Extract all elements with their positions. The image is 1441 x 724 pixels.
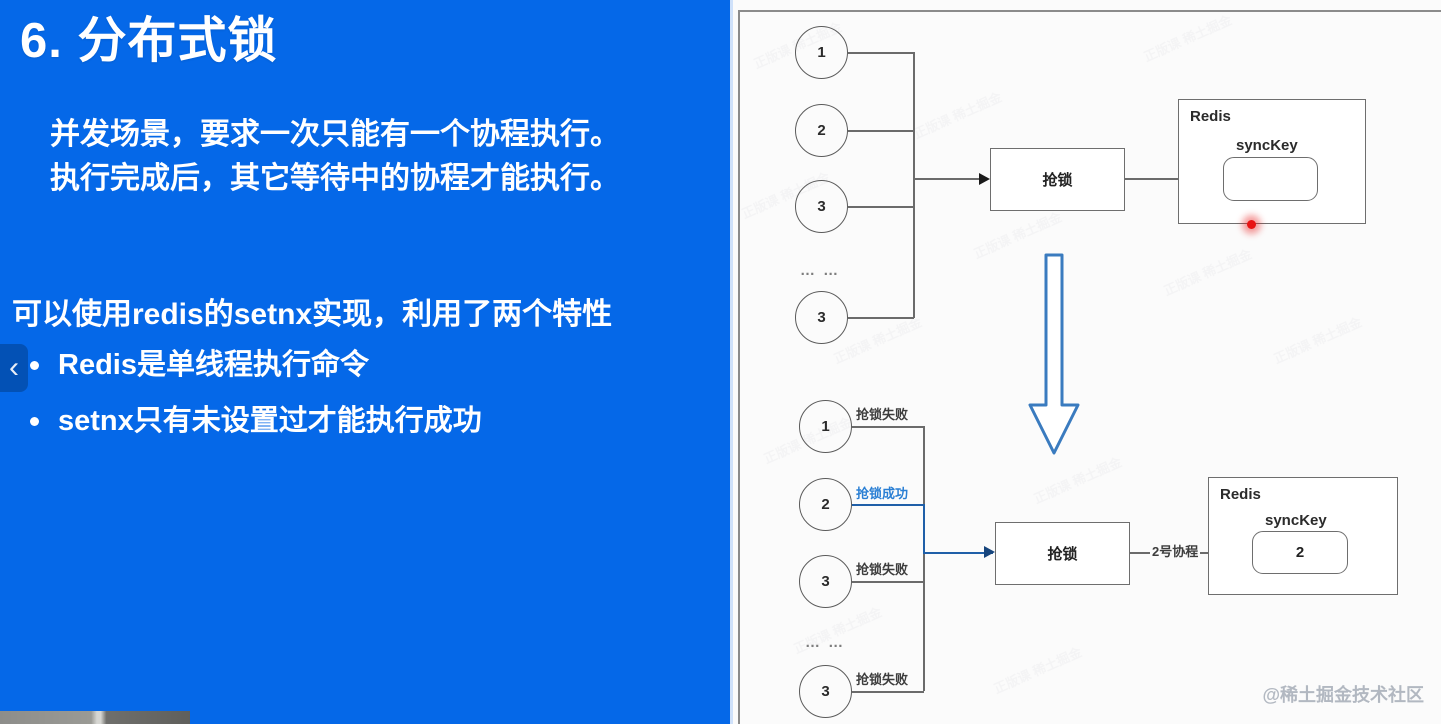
connector-bottom-1 — [852, 426, 924, 428]
slide-lead-line-2: 执行完成后，其它等待中的协程才能执行。 — [50, 162, 620, 196]
pane-left-edge-accent — [730, 0, 733, 724]
edge-label-bottom-2: 抢锁成功 — [856, 486, 909, 501]
slide-text-pane: 6. 分布式锁 并发场景，要求一次只能有一个协程执行。 执行完成后，其它等待中的… — [0, 14, 712, 724]
arrow-head-bottom-to-box — [984, 546, 995, 558]
coroutine-node-bottom-1: 1 — [799, 400, 852, 453]
pane-top-border — [738, 10, 1441, 12]
action-box-bottom: 抢锁 — [995, 522, 1130, 585]
coroutine-node-top-1: 1 — [795, 26, 848, 79]
connector-bottom-3 — [852, 581, 924, 583]
connector-top-2 — [848, 130, 914, 132]
coroutine-node-bottom-2: 2 — [799, 478, 852, 531]
brand-watermark: @稀土掘金技术社区 — [1262, 685, 1424, 705]
connector-bottom-bus-lower — [923, 552, 925, 691]
watermark-text: 正版课 稀土掘金 — [1161, 246, 1254, 299]
ellipsis-top: … … — [800, 262, 841, 279]
coroutine-node-bottom-4: 3 — [799, 665, 852, 718]
connector-bottom-to-box — [923, 552, 993, 554]
slide-subheading: 可以使用redis的setnx实现，利用了两个特性 — [12, 298, 613, 331]
page-title: 6. 分布式锁 — [20, 14, 278, 68]
ellipsis-bottom: … … — [805, 634, 846, 651]
connector-bottom-4 — [852, 691, 924, 693]
connector-bottom-bus-upper — [923, 426, 925, 504]
connector-top-to-box — [913, 178, 988, 180]
connector-bottom-bus-accent — [923, 504, 925, 552]
edge-label-bottom-1: 抢锁失败 — [856, 407, 909, 422]
laser-pointer-dot — [1247, 220, 1256, 229]
redis-title-bottom: Redis — [1220, 486, 1261, 503]
synckey-slot-bottom: 2 — [1252, 531, 1348, 574]
coroutine-node-top-4: 3 — [795, 291, 848, 344]
edge-label-result: 2号协程 — [1150, 541, 1201, 560]
video-progress-bar[interactable] — [0, 711, 190, 724]
edge-label-bottom-3: 抢锁失败 — [856, 562, 909, 577]
connector-bottom-2 — [852, 504, 924, 506]
list-item: Redis是单线程执行命令 — [12, 345, 712, 401]
flow-down-arrow-icon — [1028, 253, 1080, 455]
synckey-label-bottom: syncKey — [1265, 512, 1327, 529]
coroutine-node-top-3: 3 — [795, 180, 848, 233]
action-box-top: 抢锁 — [990, 148, 1125, 211]
watermark-text: 正版课 稀土掘金 — [911, 89, 1004, 142]
watermark-text: 正版课 稀土掘金 — [1271, 314, 1364, 367]
connector-top-1 — [848, 52, 914, 54]
watermark-text: 正版课 稀土掘金 — [1031, 454, 1124, 507]
connector-top-bus — [913, 52, 915, 318]
slide-lead-line-1: 并发场景，要求一次只能有一个协程执行。 — [50, 118, 620, 151]
synckey-label-top: syncKey — [1236, 137, 1298, 154]
watermark-text: 正版课 稀土掘金 — [991, 644, 1084, 697]
connector-top-3 — [848, 206, 914, 208]
connector-top-box-to-redis — [1125, 178, 1200, 180]
chevron-left-icon: ‹ — [9, 351, 19, 384]
previous-slide-button[interactable]: ‹ — [0, 344, 28, 392]
watermark-text: 正版课 稀土掘金 — [1141, 12, 1234, 65]
pane-left-border — [738, 10, 740, 724]
slide-bullet-list: Redis是单线程执行命令 setnx只有未设置过才能执行成功 — [12, 345, 712, 457]
slide-lead-text: 并发场景，要求一次只能有一个协程执行。 执行完成后，其它等待中的协程才能执行。 — [50, 113, 620, 202]
list-item: setnx只有未设置过才能执行成功 — [12, 401, 712, 457]
edge-label-bottom-4: 抢锁失败 — [856, 672, 909, 687]
coroutine-node-top-2: 2 — [795, 104, 848, 157]
connector-top-4 — [848, 317, 914, 319]
diagram-pane: 正版课 稀土掘金 正版课 稀土掘金 正版课 稀土掘金 正版课 稀土掘金 正版课 … — [730, 0, 1441, 724]
redis-title-top: Redis — [1190, 108, 1231, 125]
arrow-head-top-to-box — [979, 173, 990, 185]
synckey-slot-top — [1223, 157, 1318, 201]
coroutine-node-bottom-3: 3 — [799, 555, 852, 608]
